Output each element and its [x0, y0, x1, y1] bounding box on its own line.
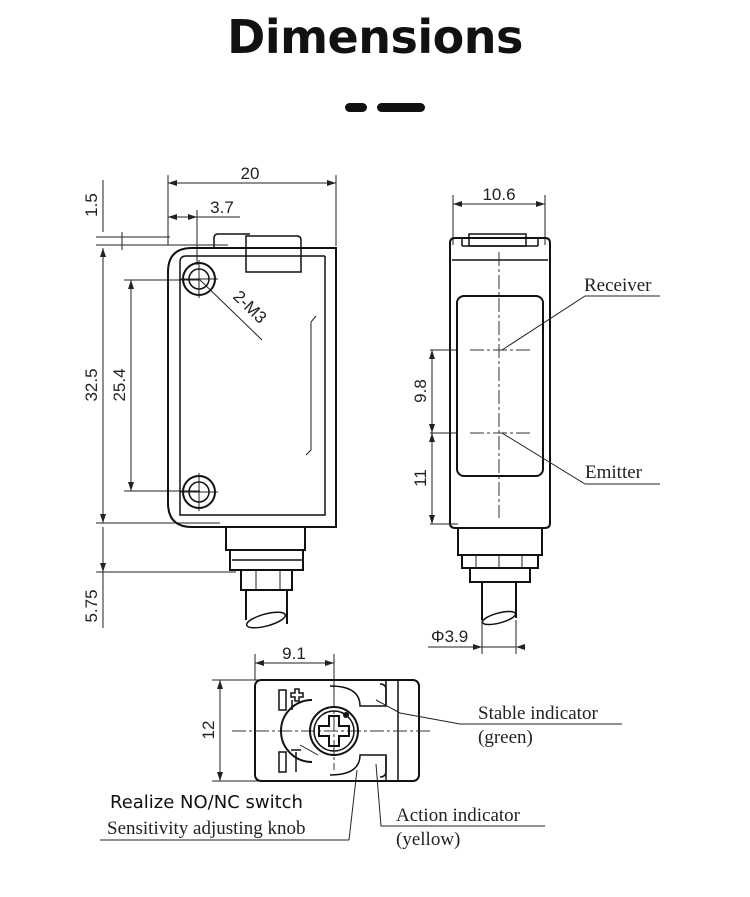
dim-lens-spacing: 9.8	[411, 379, 430, 403]
title-mark-long	[377, 103, 425, 112]
dim-side-width: 10.6	[482, 185, 515, 204]
title-mark-short	[345, 103, 367, 112]
dim-top-depth: 12	[199, 721, 218, 740]
dim-hole-spacing: 25.4	[110, 368, 129, 401]
dim-thread: 2-M3	[229, 287, 270, 328]
dim-cable-diameter: Φ3.9	[431, 627, 468, 646]
dim-front-offset: 3.7	[210, 198, 234, 217]
label-emitter: Emitter	[585, 462, 643, 483]
dim-lens-bottom: 11	[411, 469, 430, 487]
label-action-color: (yellow)	[396, 829, 460, 850]
dim-front-height: 32.5	[82, 368, 101, 401]
label-stable-indicator: Stable indicator	[478, 703, 598, 724]
side-view: 10.6 9.8 11 Receiver Emitter	[411, 185, 660, 654]
label-action-indicator: Action indicator	[396, 805, 521, 826]
dim-front-width: 20	[241, 164, 260, 183]
dim-top-offset: 9.1	[282, 644, 306, 663]
dim-cable-gland: 5.75	[82, 589, 101, 622]
label-switch: Realize NO/NC switch	[110, 792, 303, 813]
top-view: 9.1 12 Stable indicator (green)	[100, 644, 622, 850]
label-receiver: Receiver	[584, 275, 652, 296]
dim-front-top: 1.5	[82, 193, 101, 217]
label-stable-color: (green)	[478, 727, 533, 748]
front-view: 20 3.7 1.5 32.5 25.4 5.75	[82, 164, 337, 629]
page-title: Dimensions	[227, 10, 523, 64]
label-knob: Sensitivity adjusting knob	[107, 818, 305, 839]
